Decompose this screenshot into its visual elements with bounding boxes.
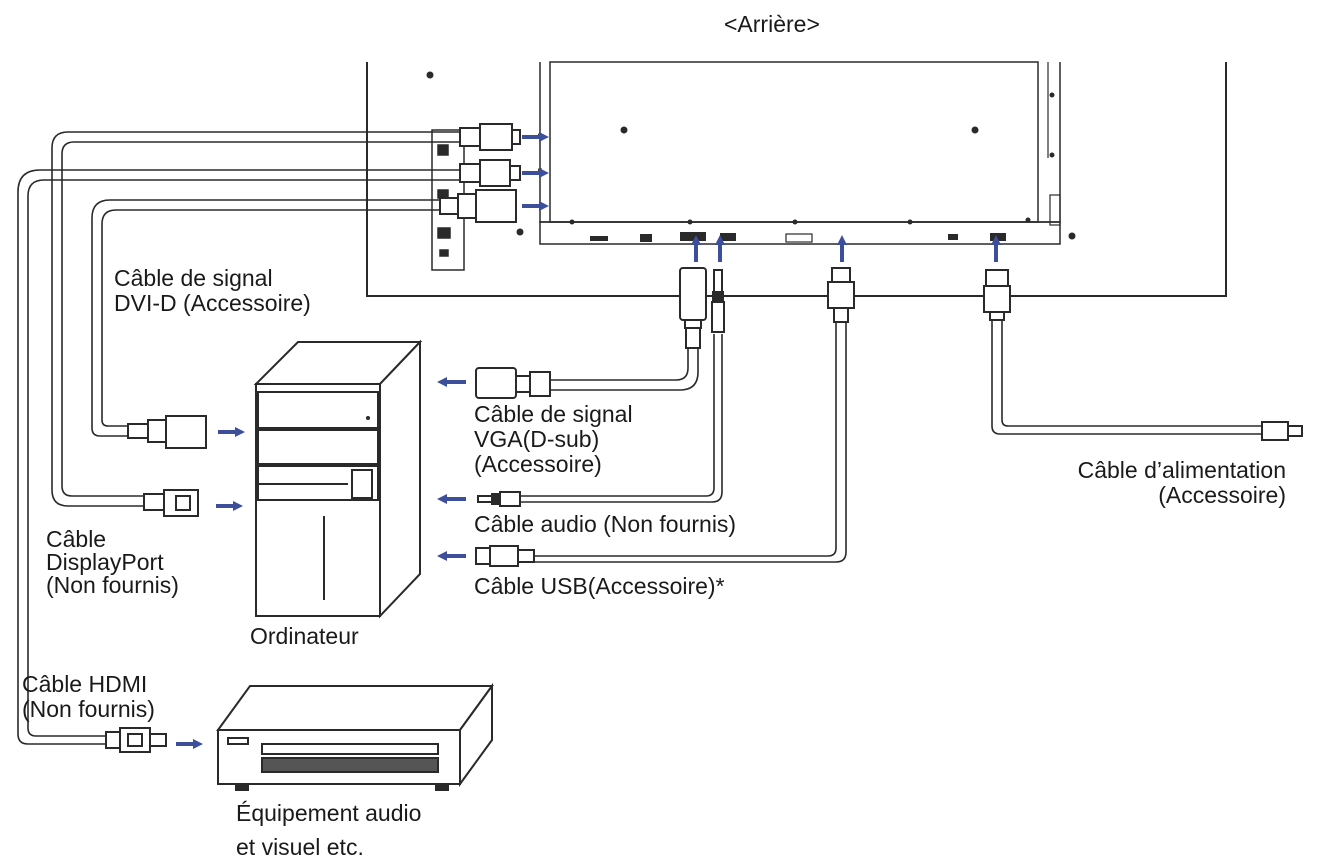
dvi-plug-pc bbox=[127, 415, 207, 449]
dvi-plug-monitor bbox=[439, 189, 517, 223]
power-plug-monitor bbox=[983, 269, 1011, 321]
computer-tower bbox=[253, 339, 423, 619]
displayport-plug-monitor bbox=[459, 123, 521, 151]
power-cable-label-line1: Câble d’alimentation bbox=[1077, 457, 1286, 483]
computer-label: Ordinateur bbox=[250, 623, 359, 649]
hdmi-plug-monitor bbox=[459, 159, 521, 187]
dvi-cable-label: Câble de signal DVI-D (Accessoire) bbox=[114, 266, 311, 316]
view-label: <Arrière> bbox=[724, 11, 820, 37]
audio-cable-line bbox=[520, 334, 715, 497]
av-equipment-label: Équipement audio et visuel etc. bbox=[236, 796, 421, 864]
monitor-screws bbox=[426, 71, 1076, 240]
usb-cable-line bbox=[534, 320, 837, 557]
hdmi-cable-label-line1: Câble HDMI bbox=[22, 671, 148, 697]
dvi-cable-line bbox=[91, 199, 440, 437]
displayport-cable-label-line1: Câble bbox=[46, 526, 107, 552]
usb-cable-label: Câble USB(Accessoire)* bbox=[474, 573, 725, 599]
cables bbox=[17, 131, 1262, 745]
vga-cable-label-line2: VGA(D-sub) bbox=[474, 426, 600, 452]
dvi-cable-label-line2: DVI-D (Accessoire) bbox=[114, 290, 311, 316]
displayport-plug-pc bbox=[143, 489, 199, 517]
vga-cable-label: Câble de signal VGA(D-sub) (Accessoire) bbox=[474, 402, 633, 477]
hdmi-cable-label-line2: (Non fournis) bbox=[22, 696, 155, 722]
displayport-cable-label-line3: (Non fournis) bbox=[46, 572, 179, 598]
power-led bbox=[366, 416, 370, 420]
power-cable-label-line2: (Accessoire) bbox=[1158, 482, 1286, 508]
displayport-cable-label: Câble DisplayPort (Non fournis) bbox=[46, 528, 179, 597]
vga-plug-pc bbox=[475, 367, 551, 399]
displayport-cable-line bbox=[51, 131, 460, 507]
power-cable-label: Câble d’alimentation (Accessoire) bbox=[1016, 458, 1286, 508]
av-equipment-label-line1: Équipement audio bbox=[236, 800, 422, 826]
hdmi-plug-av bbox=[105, 727, 167, 753]
audio-plug-monitor bbox=[711, 269, 725, 333]
hdmi-cable-line bbox=[17, 169, 460, 745]
dvi-cable-label-line1: Câble de signal bbox=[114, 265, 273, 291]
side-port-panel bbox=[431, 129, 465, 271]
vga-plug-monitor bbox=[679, 267, 707, 349]
power-plug-wall bbox=[1261, 421, 1303, 441]
vga-cable-label-line3: (Accessoire) bbox=[474, 451, 602, 477]
av-equipment-label-line2: et visuel etc. bbox=[236, 834, 364, 860]
vga-cable-line bbox=[550, 346, 689, 381]
usb-plug-pc bbox=[475, 545, 535, 567]
usb-plug-monitor bbox=[827, 267, 855, 323]
av-equipment-box bbox=[216, 682, 494, 791]
power-cable-line bbox=[991, 318, 1262, 435]
hdmi-cable-label: Câble HDMI (Non fournis) bbox=[22, 672, 155, 722]
vga-cable-label-line1: Câble de signal bbox=[474, 401, 633, 427]
displayport-cable-label-line2: DisplayPort bbox=[46, 549, 164, 575]
audio-plug-pc bbox=[477, 491, 521, 507]
connection-arrows bbox=[176, 132, 1001, 749]
bottom-port-strip bbox=[590, 232, 1006, 243]
audio-cable-label: Câble audio (Non fournis) bbox=[474, 511, 737, 537]
